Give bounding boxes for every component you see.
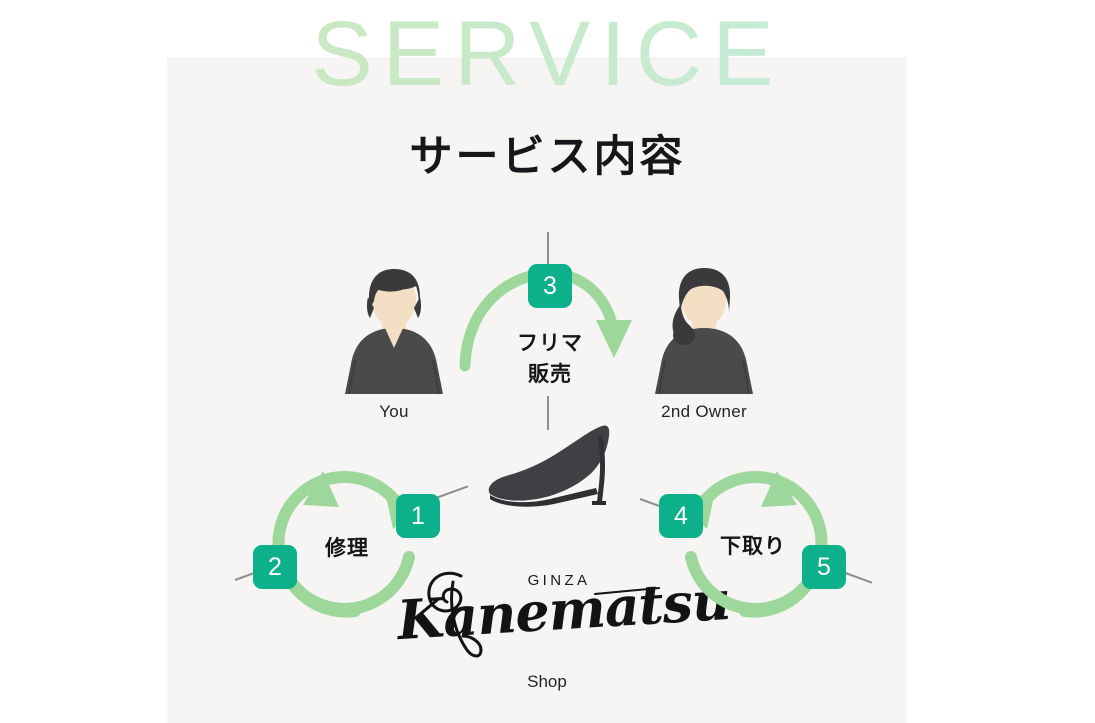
step-badge-2[interactable]: 2 xyxy=(253,545,297,589)
content-panel xyxy=(167,57,907,723)
shop-caption: Shop xyxy=(527,672,567,691)
step-badge-1[interactable]: 1 xyxy=(396,494,440,538)
step-badge-5[interactable]: 5 xyxy=(802,545,846,589)
person-you-caption: You xyxy=(379,402,409,421)
label-flea-market-line1: フリマ xyxy=(517,331,583,355)
person-ponytail-icon xyxy=(629,264,779,395)
person-second-owner: 2nd Owner xyxy=(629,264,779,422)
page-title: サービス内容 xyxy=(409,132,686,182)
step-badge-4[interactable]: 4 xyxy=(659,494,703,538)
logo-ginza-text: GINZA xyxy=(527,572,591,589)
person-second-owner-caption: 2nd Owner xyxy=(661,402,747,421)
person-you: You xyxy=(319,264,469,422)
high-heel-shoe-icon xyxy=(476,418,626,518)
label-flea-market-line2: 販売 xyxy=(528,362,572,386)
label-repair: 修理 xyxy=(325,536,369,560)
label-flea-market: フリマ 販売 xyxy=(470,328,630,390)
connector-line-top xyxy=(547,232,549,266)
person-short-hair-icon xyxy=(319,264,469,395)
service-watermark-text: SERVICE xyxy=(0,6,1095,102)
step-badge-3[interactable]: 3 xyxy=(528,264,572,308)
connector-line-bottom xyxy=(547,396,549,430)
label-trade-in: 下取り xyxy=(720,534,786,558)
